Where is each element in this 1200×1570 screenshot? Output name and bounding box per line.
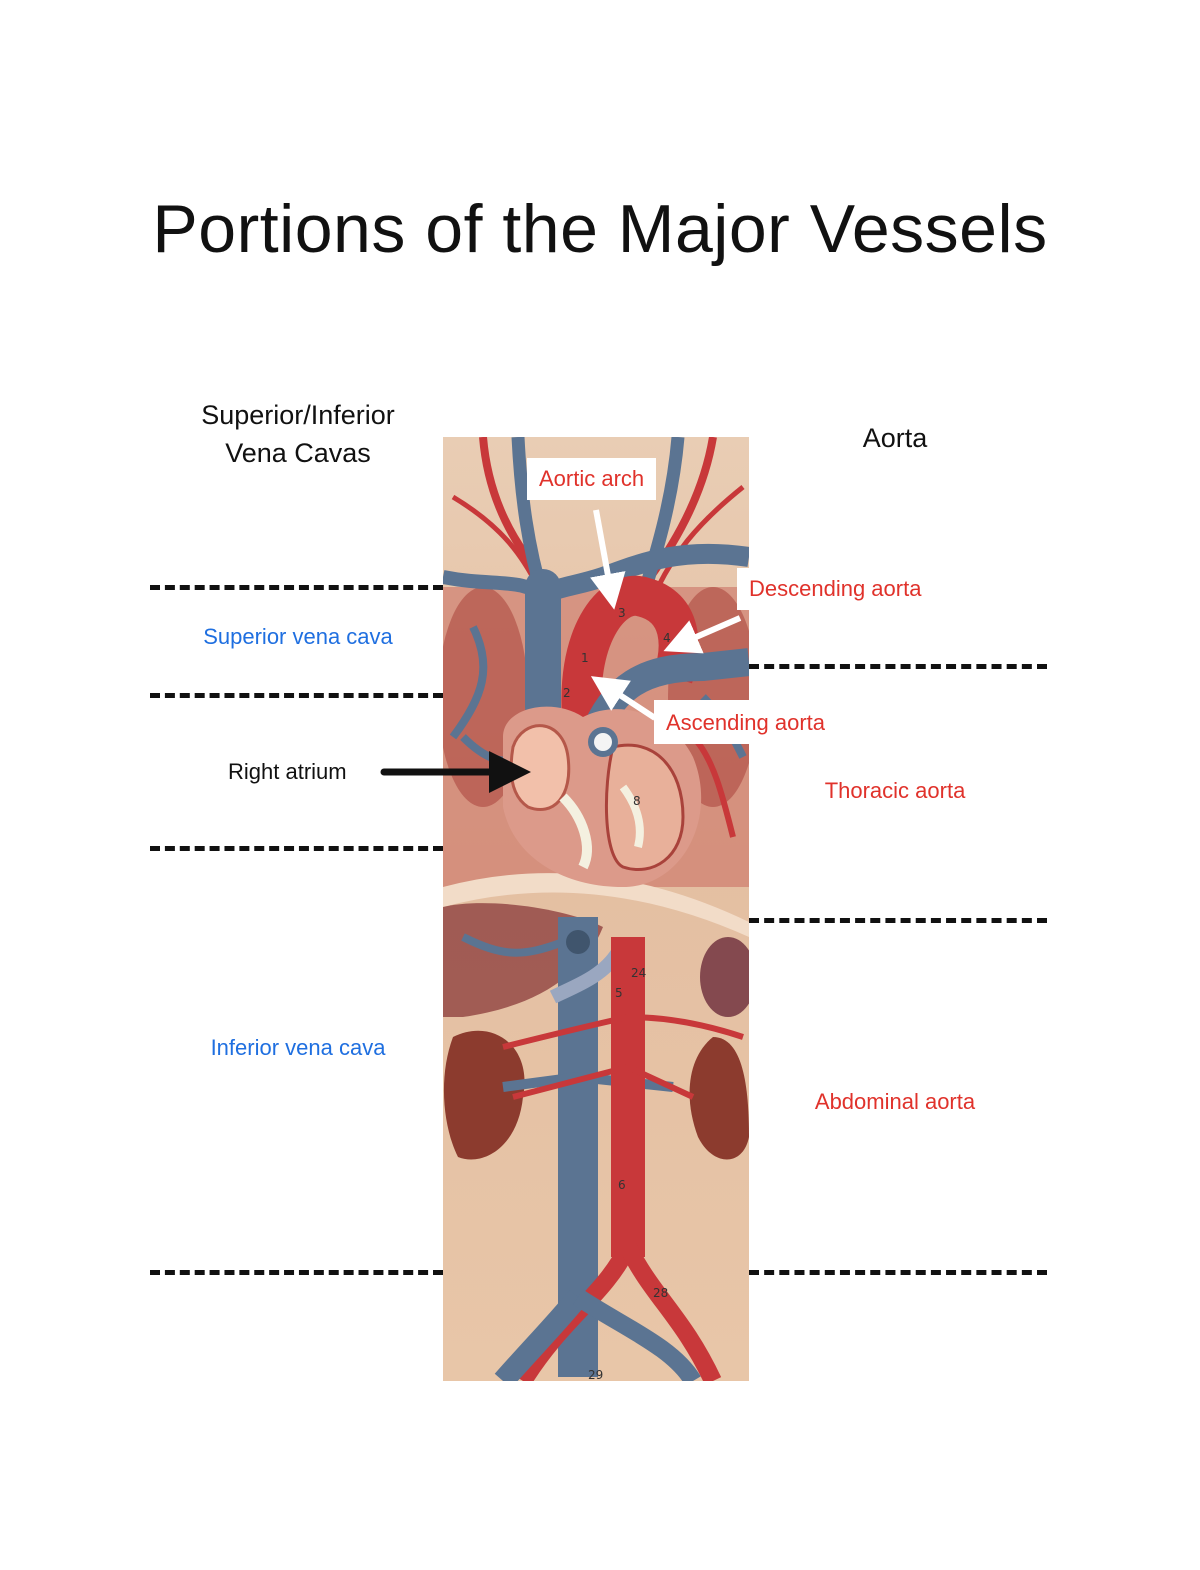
vena-cava-heading-line2: Vena Cavas — [225, 438, 371, 468]
ascending-aorta-callout: Ascending aorta — [654, 700, 837, 744]
superior-vena-cava-label: Superior vena cava — [203, 624, 393, 649]
model-number: 1 — [581, 651, 589, 665]
model-number: 28 — [653, 1286, 668, 1300]
model-number: 4 — [663, 631, 671, 645]
aorta-heading: Aorta — [862, 423, 928, 453]
descending-aorta-callout: Descending aorta — [737, 568, 934, 610]
left-divider-4 — [150, 1270, 443, 1275]
left-divider-3 — [150, 846, 443, 851]
vena-cava-heading: Superior/Inferior Vena Cavas — [150, 396, 446, 472]
model-number: 6 — [618, 1178, 626, 1192]
aortic-arch-callout: Aortic arch — [527, 458, 657, 500]
vessel-model-image: 3 1 2 4 5 6 8 24 28 29 — [443, 437, 749, 1381]
inferior-vena-cava-label: Inferior vena cava — [210, 1035, 386, 1060]
vena-cava-heading-line1: Superior/Inferior — [201, 400, 395, 430]
abdominal-aorta-label: Abdominal aorta — [814, 1089, 976, 1114]
right-divider-1 — [749, 664, 1047, 669]
model-number: 5 — [615, 986, 623, 1000]
model-number: 29 — [588, 1368, 603, 1381]
model-number: 3 — [618, 606, 626, 620]
left-divider-1 — [150, 585, 443, 590]
model-number: 8 — [633, 794, 641, 808]
left-divider-2 — [150, 693, 443, 698]
right-atrium-label: Right atrium — [228, 759, 347, 784]
page-title: Portions of the Major Vessels — [152, 191, 1048, 267]
thoracic-aorta-label: Thoracic aorta — [824, 778, 966, 803]
right-divider-2 — [749, 918, 1047, 923]
right-divider-3 — [749, 1270, 1047, 1275]
model-number: 2 — [563, 686, 571, 700]
model-number: 24 — [631, 966, 646, 980]
